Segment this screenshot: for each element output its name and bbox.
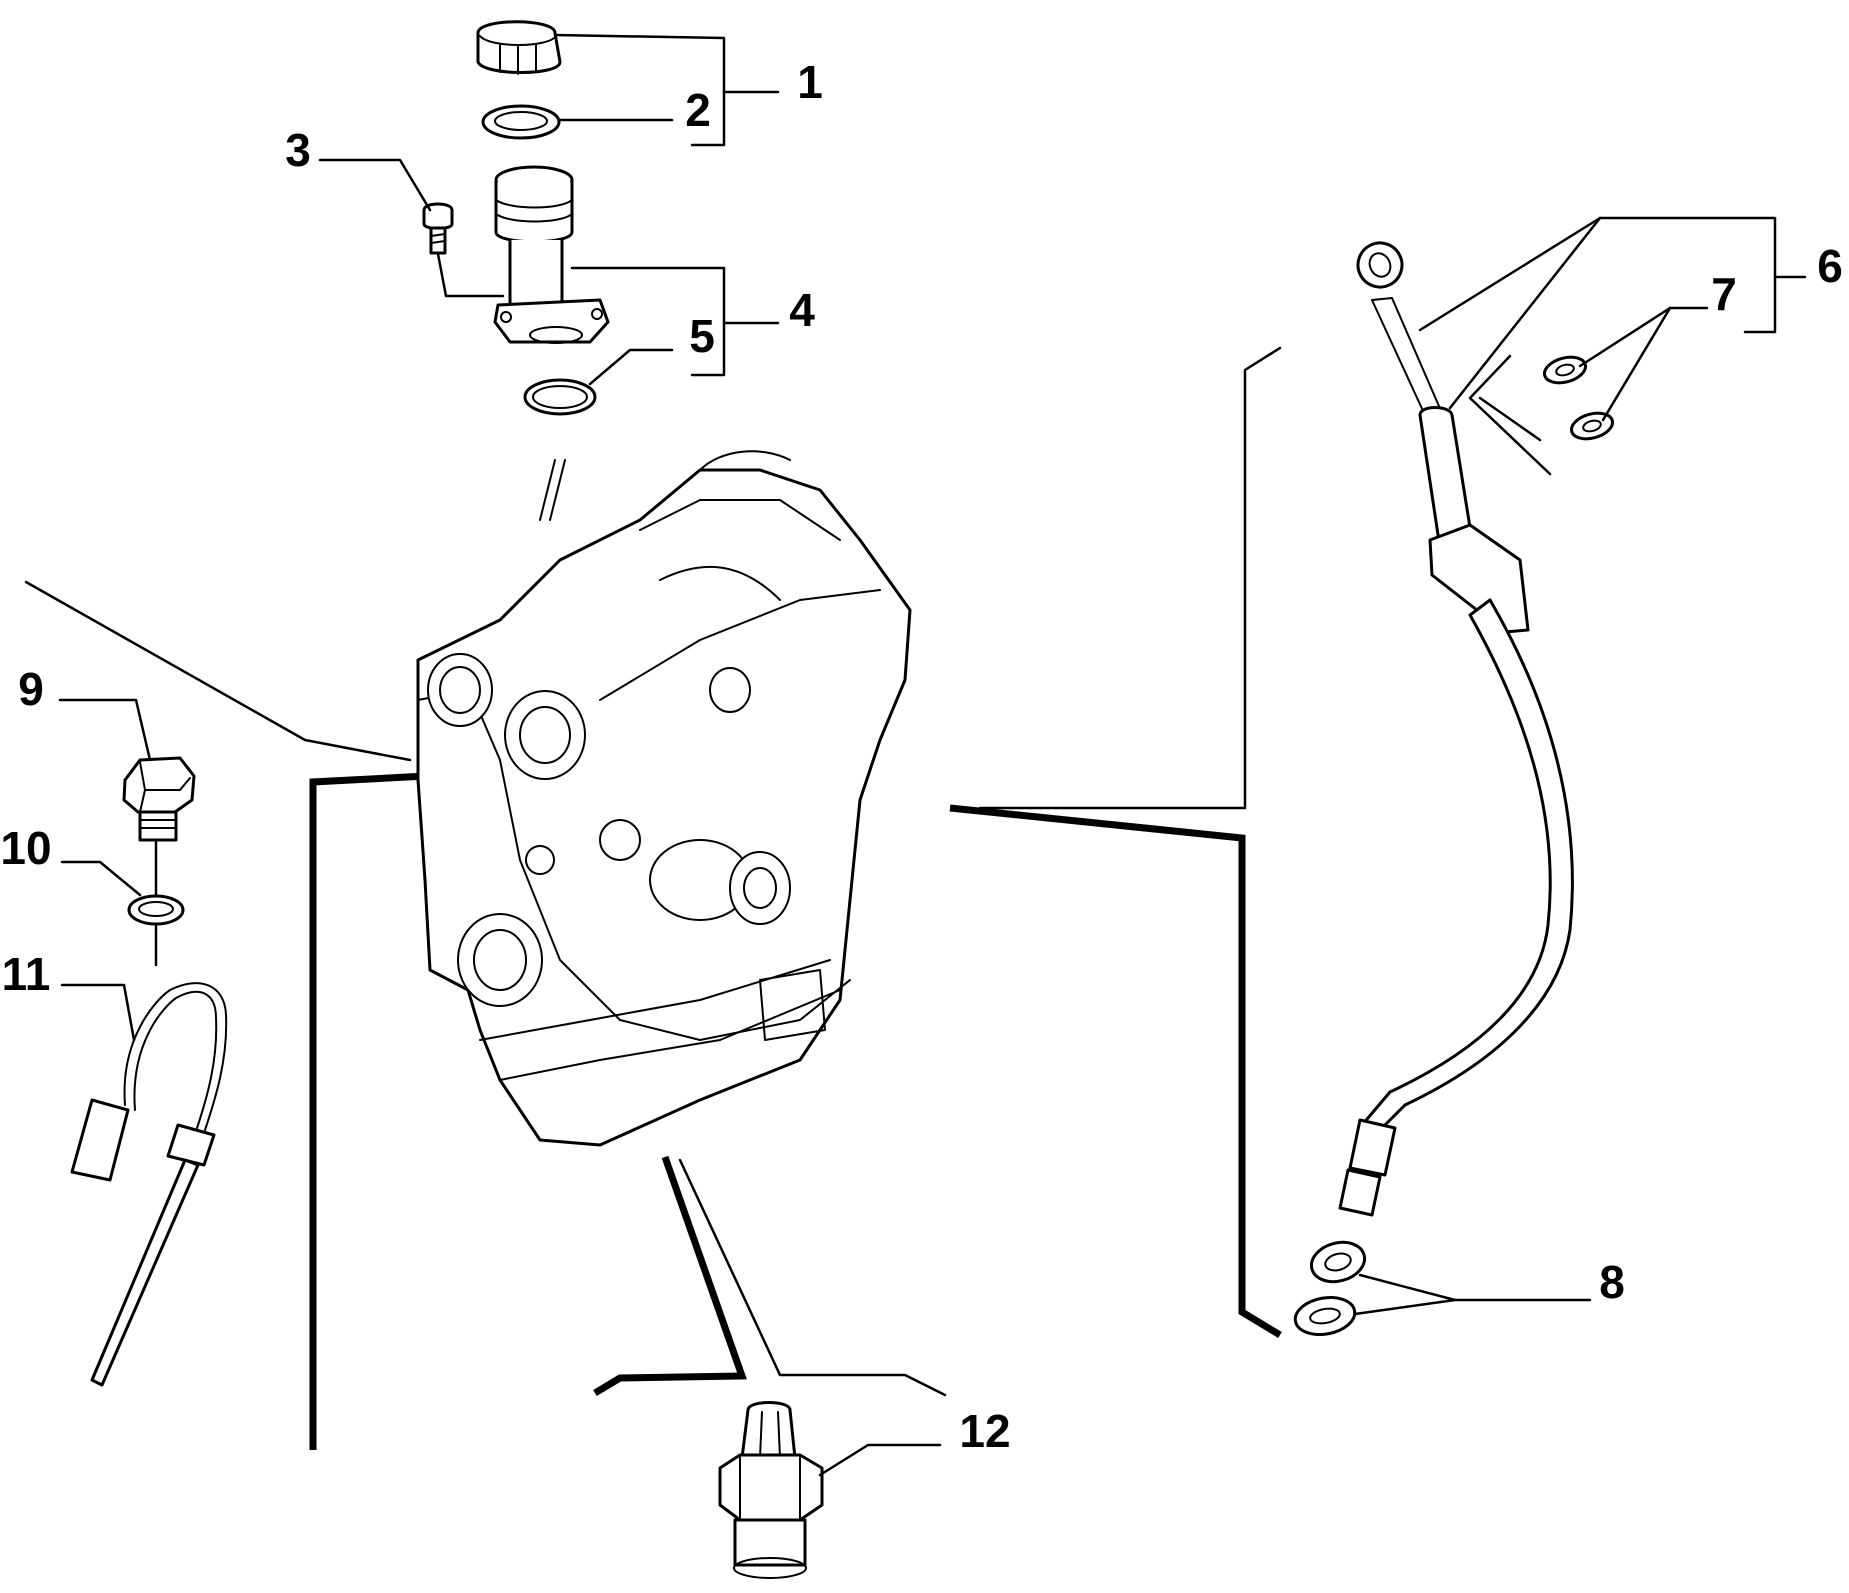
engine-block bbox=[416, 450, 912, 1147]
oil-filler-cap bbox=[476, 20, 562, 75]
callout-1: 1 bbox=[797, 56, 823, 108]
callout-11: 11 bbox=[2, 948, 51, 1000]
oil-filler-neck bbox=[493, 165, 610, 344]
dipstick-seal-rings bbox=[1542, 355, 1615, 441]
oil-level-sensor bbox=[70, 982, 228, 1387]
callout-5: 5 bbox=[689, 310, 715, 362]
dipstick-tube-washers bbox=[1293, 1240, 1367, 1336]
callout-8: 8 bbox=[1599, 1256, 1625, 1308]
callout-labels: 1 2 3 4 5 6 7 8 9 10 11 12 bbox=[0, 56, 1842, 1457]
callout-leaders bbox=[58, 33, 1807, 1477]
callout-9: 9 bbox=[18, 663, 44, 715]
callout-3: 3 bbox=[285, 124, 311, 176]
callout-10: 10 bbox=[0, 822, 51, 874]
callout-2: 2 bbox=[685, 84, 711, 136]
engine-connection-lines bbox=[24, 346, 1282, 1450]
filler-neck-o-ring bbox=[523, 378, 597, 416]
screw bbox=[422, 202, 454, 255]
oil-pressure-switch bbox=[718, 1401, 824, 1579]
oil-drain-plug bbox=[122, 756, 196, 842]
callout-12: 12 bbox=[959, 1405, 1010, 1457]
callout-6: 6 bbox=[1817, 240, 1843, 292]
drain-plug-washer bbox=[127, 838, 185, 967]
filler-cap-gasket bbox=[481, 104, 561, 140]
callout-7: 7 bbox=[1711, 268, 1737, 320]
callout-4: 4 bbox=[789, 284, 815, 336]
dipstick-assembly bbox=[1338, 241, 1574, 1217]
